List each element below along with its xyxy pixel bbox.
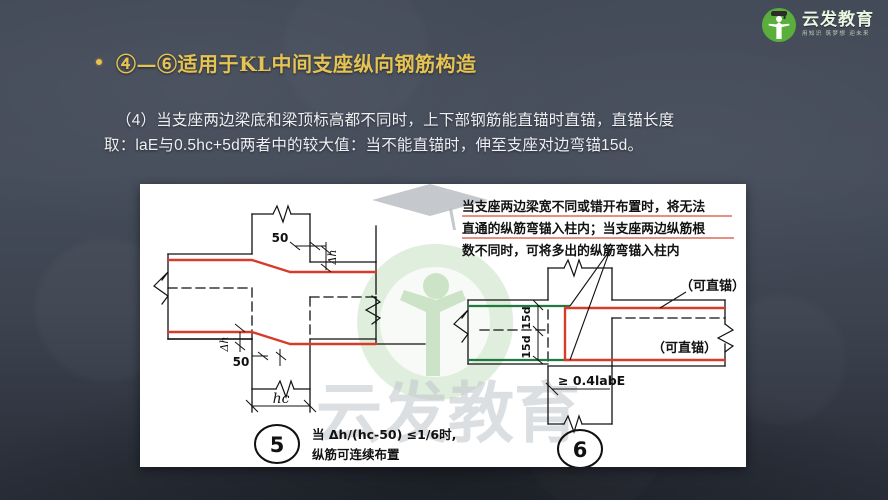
label-delta-h-top: Δh xyxy=(326,249,339,265)
brand-tagline: 用知识 筑梦想 迎未来 xyxy=(802,31,870,38)
detail-5-caption-line1: 当 Δh/(hc-50) ≤1/6时, xyxy=(312,427,456,442)
detail-5-drawing xyxy=(153,204,426,413)
label-hc: hc xyxy=(273,391,290,407)
page-title: ④—⑥适用于KL中间支座纵向钢筋构造 xyxy=(116,51,477,76)
detail-6-green-lines xyxy=(468,304,570,362)
label-15d-top: 15d xyxy=(520,306,533,329)
detail-5-dimension-labels: 50 50 Δh Δh hc xyxy=(218,231,339,407)
callout-bottom-direct-anchor: （可直锚） xyxy=(652,340,717,356)
logo-head-shape xyxy=(776,16,782,22)
detail-6-number: 6 xyxy=(573,438,588,462)
body-line-2: 取：laE与0.5hc+5d两者中的较大值：当不能直锚时，伸至支座对边弯锚15d… xyxy=(104,137,644,154)
detail-6-note-line1: 当支座两边梁宽不同或错开布置时，将无法 xyxy=(462,199,705,215)
label-15d-bottom: 15d xyxy=(520,335,533,358)
detail-6-note-line3: 数不同时，可将多出的纵筋弯锚入柱内 xyxy=(462,243,680,259)
brand-wordmark: 云发教育 用知识 筑梦想 迎未来 xyxy=(802,12,874,38)
brand-name: 云发教育 xyxy=(802,10,874,31)
detail-5-caption: 当 Δh/(hc-50) ≤1/6时, 纵筋可连续布置 xyxy=(312,427,456,462)
detail-5-caption-line2: 纵筋可连续布置 xyxy=(312,447,400,462)
construction-detail-drawing: 云发教育 xyxy=(140,184,746,467)
detail-5-number-badge: 5 xyxy=(254,424,300,464)
detail-6-drawing xyxy=(453,258,735,434)
detail-6-rebar xyxy=(563,306,727,362)
detail-5-rebar xyxy=(166,258,378,346)
label-delta-h-bottom: Δh xyxy=(218,336,231,352)
detail-6-dimension-labels: 15d 15d ≥ 0.4labE （可直锚） （可直锚） xyxy=(520,278,745,388)
graduate-person-logo-icon xyxy=(762,8,796,42)
body-paragraph: （4）当支座两边梁底和梁顶标高都不同时，上下部钢筋能直锚时直锚，直锚长度 取：l… xyxy=(104,108,804,158)
detail-6-leader-lines xyxy=(569,249,687,361)
callout-top-direct-anchor: （可直锚） xyxy=(680,278,745,294)
logo-body-shape xyxy=(768,22,790,39)
bullet-icon xyxy=(96,59,102,65)
detail-6-number-badge: 6 xyxy=(557,429,603,467)
figure-panel: 云发教育 xyxy=(140,184,746,467)
detail-5-dimensions xyxy=(234,239,332,413)
body-line-1: （4）当支座两边梁底和梁顶标高都不同时，上下部钢筋能直锚时直锚，直锚长度 xyxy=(116,112,675,129)
detail-5-number: 5 xyxy=(270,433,285,457)
slide-title-row: ④—⑥适用于KL中间支座纵向钢筋构造 xyxy=(96,48,796,76)
brand-logo: 云发教育 用知识 筑梦想 迎未来 xyxy=(762,6,874,44)
label-bottom-50: 50 xyxy=(233,355,250,369)
detail-6-dimensions xyxy=(532,299,610,396)
label-anchor-length: ≥ 0.4labE xyxy=(558,373,625,388)
watermark-text: 云发教育 xyxy=(316,375,580,452)
label-top-50: 50 xyxy=(272,231,289,245)
detail-6-note: 当支座两边梁宽不同或错开布置时，将无法 直通的纵筋弯锚入柱内；当支座两边纵筋根 … xyxy=(462,199,734,259)
detail-6-note-line2: 直通的纵筋弯锚入柱内；当支座两边纵筋根 xyxy=(462,221,705,237)
